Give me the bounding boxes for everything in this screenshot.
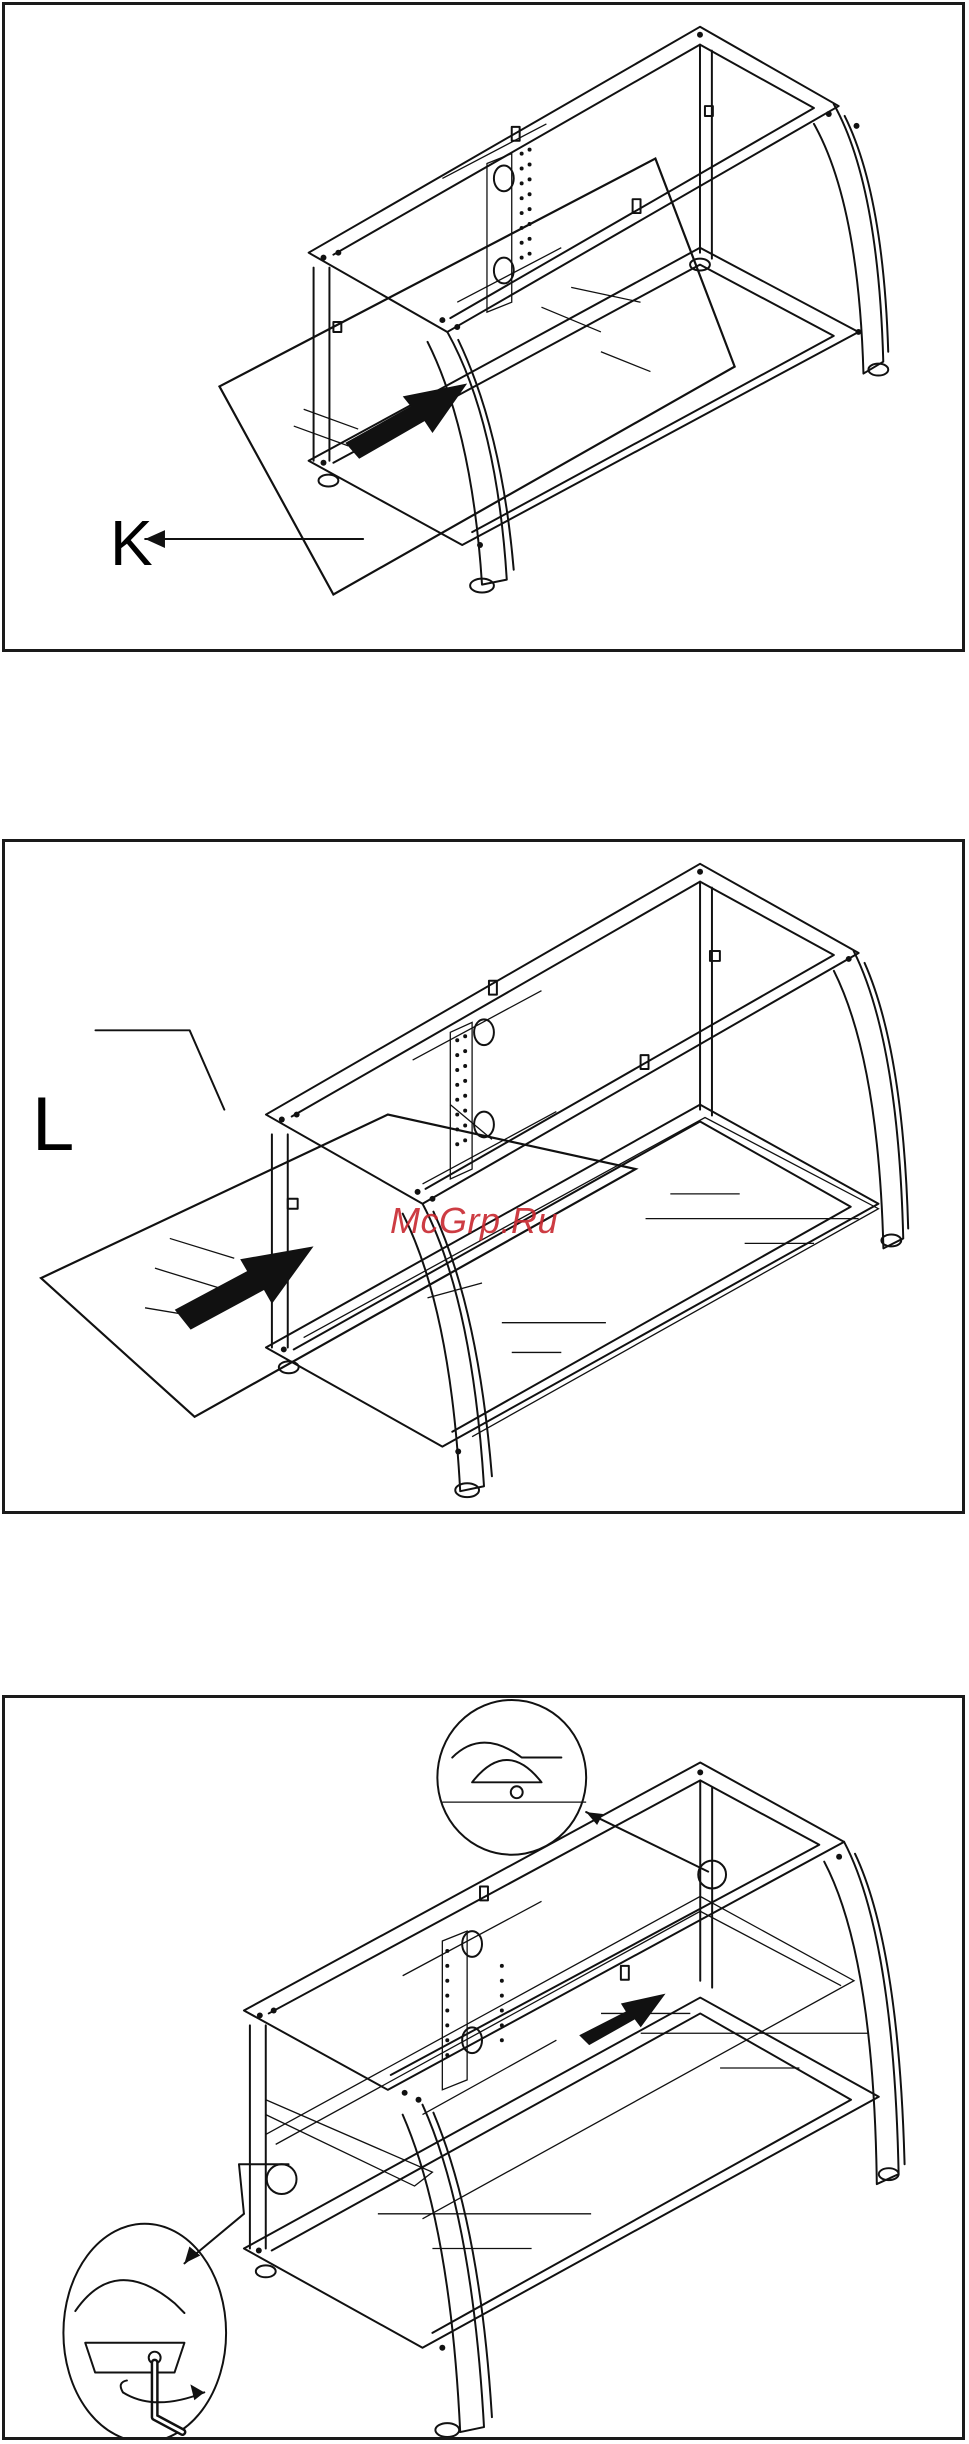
detail-magnifier-icon (63, 2164, 296, 2437)
tv-stand-illustration-l (5, 842, 962, 1511)
arrow-right-icon (579, 1994, 665, 2046)
arrow-right-icon (345, 383, 467, 458)
mounting-holes (520, 148, 532, 260)
part-label-k: K (110, 511, 153, 575)
step-panel-l: L McGrp.Ru (2, 839, 965, 1514)
tv-stand-illustration-secure (5, 1698, 962, 2437)
rotate-arrow-icon (121, 2380, 205, 2402)
leader-line-l (95, 1030, 224, 1109)
step-panel-secure (2, 1695, 965, 2440)
step-panel-k: K (2, 2, 965, 652)
glass-shelf-l (41, 1115, 636, 1417)
watermark: McGrp.Ru (390, 1200, 558, 1242)
arrow-right-icon (175, 1246, 314, 1329)
detail-magnifier-icon (437, 1700, 726, 1888)
part-label-l: L (32, 1087, 74, 1163)
